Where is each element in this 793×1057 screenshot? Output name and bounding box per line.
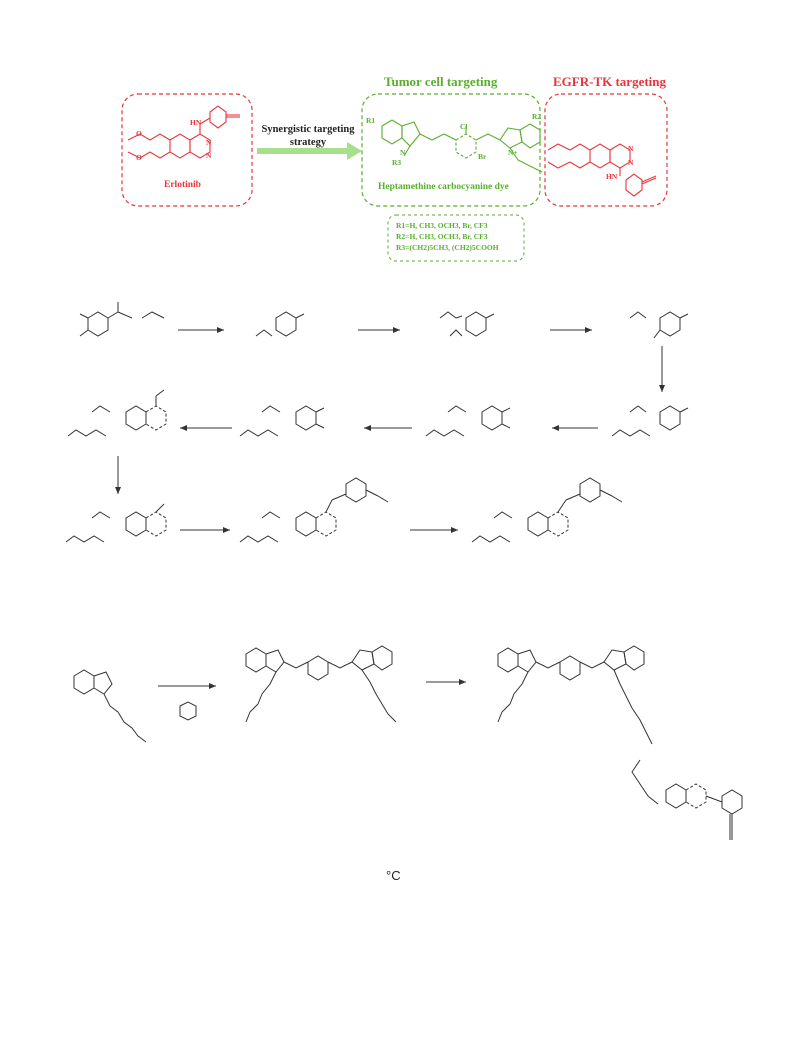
atom-n-2: N	[206, 151, 212, 160]
egfr-box	[544, 93, 668, 207]
r2-definition: R2=H, CH3, OCH3, Br, CF3	[396, 232, 488, 241]
temperature-unit: °C	[386, 868, 401, 883]
synergy-arrow-label: Synergistic targeting strategy	[260, 123, 356, 149]
atom-br: Br	[478, 152, 487, 161]
atom-o-2: O	[136, 153, 142, 162]
r-group-box	[387, 214, 525, 262]
atom-n-egfr-2: N	[628, 158, 634, 167]
dye-structure	[381, 119, 543, 173]
scheme-dye	[73, 645, 743, 840]
atom-n-1: N	[206, 138, 212, 147]
synergy-arrow	[257, 142, 362, 160]
atom-o-1: O	[136, 129, 142, 138]
dye-box	[361, 93, 541, 207]
r-group-list: R1=H, CH3, OCH3, Br, CF3 R2=H, CH3, OCH3…	[396, 220, 499, 253]
tumor-targeting-heading: Tumor cell targeting	[384, 74, 498, 89]
erlotinib-structure	[127, 105, 240, 159]
erlotinib-box	[121, 93, 253, 207]
atom-hn-egfr: HN	[606, 172, 618, 181]
atom-r1: R1	[366, 116, 376, 125]
egfr-targeting-heading: EGFR-TK targeting	[553, 74, 667, 89]
atom-nplus: N+	[508, 148, 518, 157]
synergy-label-line1: Synergistic targeting	[261, 124, 355, 135]
dye-label: Heptamethine carbocyanine dye	[378, 182, 509, 192]
egfr-structure	[547, 143, 657, 197]
atom-r3: R3	[392, 158, 402, 167]
atom-cl: Cl	[460, 122, 468, 131]
atom-n-egfr-1: N	[628, 144, 634, 153]
r3-definition: R3=(CH2)5CH3, (CH2)5COOH	[396, 243, 499, 252]
atom-r2: R2	[532, 112, 542, 121]
erlotinib-label: Erlotinib	[164, 180, 201, 190]
synergy-label-line2: strategy	[289, 137, 327, 148]
r1-definition: R1=H, CH3, OCH3, Br, CF3	[396, 221, 488, 230]
scheme-erlotinib	[65, 302, 689, 543]
atom-n-dye: N	[400, 148, 406, 157]
atom-hn: HN	[190, 118, 202, 127]
